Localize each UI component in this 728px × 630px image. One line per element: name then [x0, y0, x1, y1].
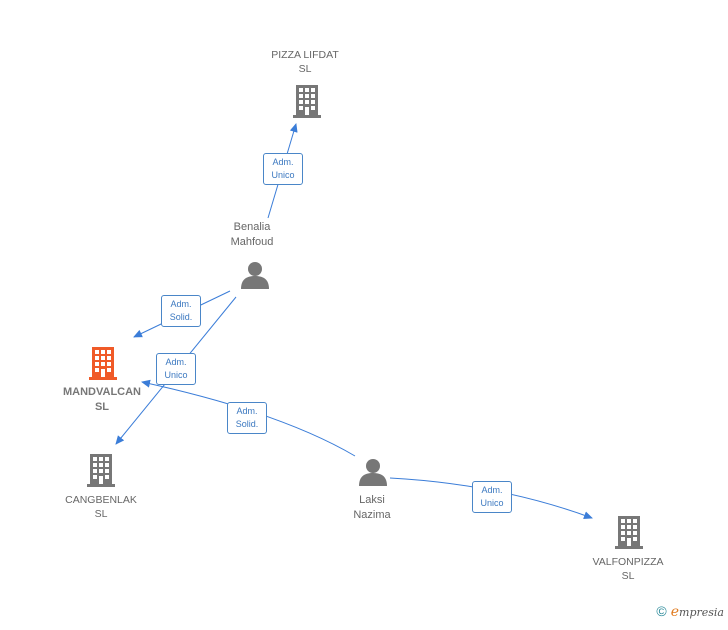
edge-label-line: Adm.: [165, 357, 187, 367]
node-label-line: Laksi: [359, 494, 385, 506]
edge-label-line: Unico: [271, 170, 295, 180]
node-label-laksi-nazima[interactable]: Laksi Nazima: [336, 493, 408, 523]
edge-label-line: Adm.: [236, 406, 258, 416]
edge-label-benalia-pizza-lifdat[interactable]: Adm. Unico: [263, 153, 303, 185]
node-label-benalia-mahfoud[interactable]: Benalia Mahfoud: [216, 220, 288, 250]
node-label-mandvalcan[interactable]: MANDVALCAN SL: [52, 385, 152, 415]
edge-label-line: Adm.: [481, 485, 503, 495]
cangbenlak-building-icon: [87, 454, 115, 487]
node-label-pizza-lifdat[interactable]: PIZZA LIFDAT SL: [262, 48, 348, 76]
node-label-line: MANDVALCAN: [62, 386, 141, 398]
edge-label-line: Adm.: [272, 157, 294, 167]
edge-label-line: Adm.: [170, 299, 192, 309]
node-label-line: CANGBENLAK: [65, 494, 137, 506]
node-label-line: SL: [621, 570, 635, 582]
node-label-line: SL: [94, 401, 110, 413]
laksi-nazima-person-icon: [359, 459, 387, 486]
edge-label-laksi-valfonpizza[interactable]: Adm. Unico: [472, 481, 512, 513]
node-label-line: SL: [298, 63, 312, 75]
benalia-mahfoud-person-icon: [241, 262, 269, 289]
copyright-symbol: ©: [656, 603, 667, 619]
mandvalcan-building-icon: [89, 347, 117, 380]
edge-label-line: Solid.: [235, 419, 259, 429]
brand-initial: e: [670, 604, 680, 620]
empresia-brand[interactable]: ©empresia: [656, 603, 724, 620]
node-label-cangbenlak[interactable]: CANGBENLAK SL: [56, 493, 146, 521]
edge-label-line: Solid.: [169, 312, 193, 322]
edge-label-line: Unico: [164, 370, 188, 380]
node-label-line: PIZZA LIFDAT: [271, 49, 339, 61]
node-label-valfonpizza[interactable]: VALFONPIZZA SL: [583, 555, 673, 583]
edge-label-line: Unico: [480, 498, 504, 508]
edge-label-benalia-mandvalcan[interactable]: Adm. Solid.: [161, 295, 201, 327]
edge-label-laksi-mandvalcan[interactable]: Adm. Solid.: [227, 402, 267, 434]
edge-label-benalia-cangbenlak[interactable]: Adm. Unico: [156, 353, 196, 385]
node-label-line: Nazima: [353, 509, 391, 521]
node-label-line: Benalia: [233, 221, 271, 233]
node-label-line: VALFONPIZZA: [592, 556, 664, 568]
pizza-lifdat-building-icon: [293, 85, 321, 118]
brand-name: mpresia: [679, 606, 724, 619]
valfonpizza-building-icon: [615, 516, 643, 549]
node-label-line: SL: [94, 508, 108, 520]
node-label-line: Mahfoud: [230, 236, 274, 248]
